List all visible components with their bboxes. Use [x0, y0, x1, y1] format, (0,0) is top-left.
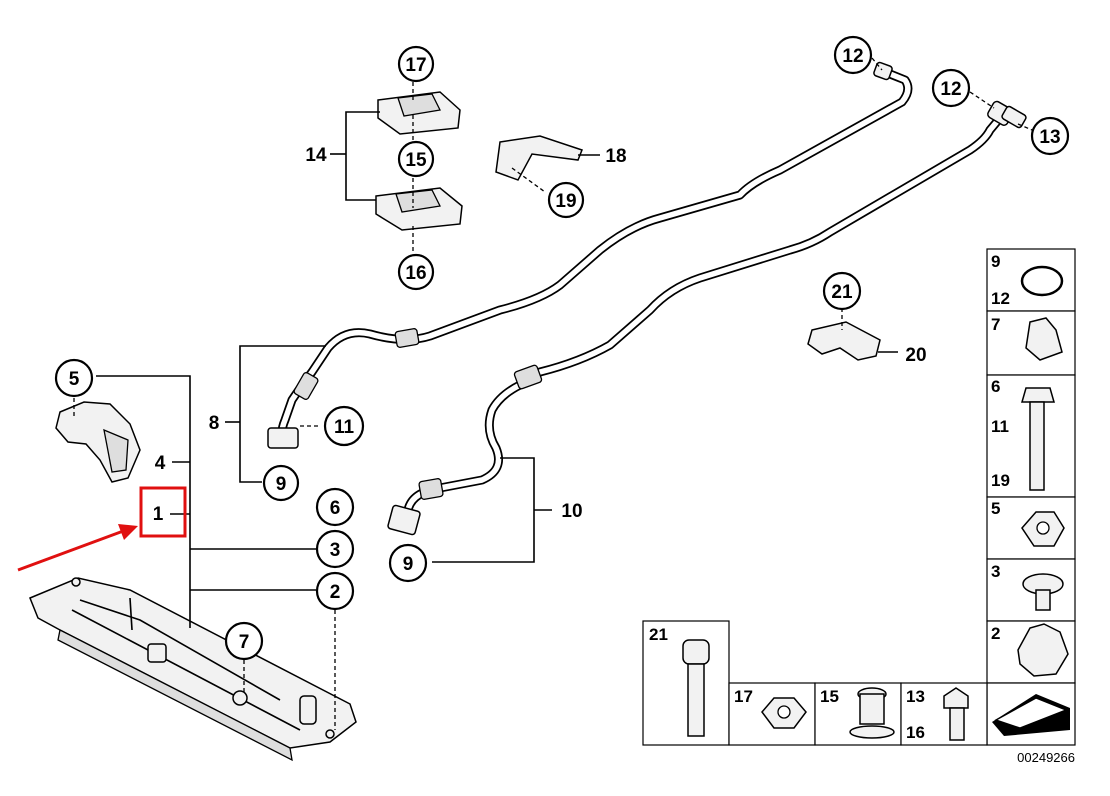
legend-cell-sleeve: 15 — [820, 687, 895, 739]
callout-9-a: 9 — [262, 464, 300, 502]
callout-11: 11 — [323, 405, 365, 447]
svg-text:16: 16 — [906, 723, 925, 742]
svg-text:9: 9 — [403, 554, 414, 575]
callout-14: 14 — [305, 145, 327, 166]
bracket-18-drawing — [495, 135, 583, 181]
svg-text:8: 8 — [209, 413, 220, 434]
callout-4: 4 — [155, 453, 166, 474]
bracket-17-drawing — [377, 91, 461, 135]
svg-text:11: 11 — [991, 417, 1009, 436]
leader-lines — [73, 57, 1033, 730]
legend-cell-bolt: 6 11 19 — [991, 377, 1055, 491]
svg-text:12: 12 — [940, 79, 961, 100]
legend-cell-long-bolt: 21 — [649, 625, 710, 737]
callout-20: 20 — [905, 345, 926, 366]
callout-2: 2 — [315, 571, 355, 611]
callout-8: 8 — [209, 413, 220, 434]
legend-cell-grommet: 2 — [991, 623, 1069, 677]
callout-17-top: 17 — [397, 45, 435, 83]
callout-12-b: 12 — [931, 68, 971, 108]
svg-text:12: 12 — [991, 289, 1010, 308]
svg-text:16: 16 — [405, 263, 426, 284]
legend-right: 9 12 7 6 11 19 5 3 2 — [986, 248, 1076, 746]
reference-code: 00249266 — [1017, 750, 1075, 765]
callout-7: 7 — [224, 621, 264, 661]
callout-9-b: 9 — [388, 543, 428, 583]
legend-cell-hex-nut: 17 — [734, 687, 807, 729]
callout-12-a: 12 — [833, 35, 873, 75]
pipe-line-lower — [400, 113, 1005, 525]
pipe-line-upper — [277, 67, 913, 445]
svg-text:6: 6 — [991, 377, 1000, 396]
svg-text:21: 21 — [831, 282, 853, 303]
callout-15: 15 — [397, 140, 435, 178]
connector-4-drawing — [55, 401, 141, 483]
svg-text:19: 19 — [991, 471, 1010, 490]
svg-text:21: 21 — [649, 625, 668, 644]
callout-3: 3 — [315, 529, 355, 569]
clamp-20-drawing — [807, 321, 881, 361]
svg-text:10: 10 — [561, 501, 582, 522]
svg-text:6: 6 — [330, 498, 341, 519]
highlight-marker — [17, 486, 187, 572]
legend-cell-clip: 7 — [991, 315, 1063, 361]
callout-10: 10 — [561, 501, 582, 522]
svg-text:18: 18 — [605, 146, 626, 167]
callout-5: 5 — [54, 358, 94, 398]
callout-1: 1 — [153, 504, 164, 525]
legend-cell-short-bolt: 13 16 — [906, 687, 969, 742]
legend-cell-seal-ring: 9 12 — [991, 252, 1064, 308]
callout-21: 21 — [822, 271, 862, 311]
legend-cell-rivet-nut: 3 — [991, 562, 1064, 611]
svg-text:3: 3 — [330, 540, 341, 561]
svg-text:2: 2 — [991, 624, 1000, 643]
svg-text:17: 17 — [734, 687, 753, 706]
svg-text:5: 5 — [991, 499, 1000, 518]
svg-text:1: 1 — [153, 504, 164, 525]
svg-text:12: 12 — [842, 46, 863, 67]
legend-cell-nut: 5 — [991, 499, 1065, 547]
svg-text:15: 15 — [820, 687, 839, 706]
legend-bottom: 21 17 15 13 16 — [642, 620, 988, 746]
svg-text:5: 5 — [69, 369, 80, 390]
callout-18: 18 — [605, 146, 626, 167]
svg-text:4: 4 — [155, 453, 166, 474]
pipe-fittings — [267, 61, 1027, 536]
svg-text:9: 9 — [991, 252, 1000, 271]
svg-text:7: 7 — [239, 632, 250, 653]
svg-text:19: 19 — [555, 191, 576, 212]
svg-text:15: 15 — [405, 150, 427, 171]
svg-text:20: 20 — [905, 345, 926, 366]
svg-text:2: 2 — [330, 582, 341, 603]
callout-19: 19 — [547, 181, 585, 219]
callout-6: 6 — [315, 487, 355, 527]
oil-cooler-drawing — [29, 577, 357, 762]
svg-text:13: 13 — [1039, 127, 1060, 148]
callout-16: 16 — [397, 253, 435, 291]
svg-text:9: 9 — [276, 474, 287, 495]
legend-cell-arrow — [992, 694, 1070, 736]
callout-13: 13 — [1030, 116, 1070, 156]
bracket-16-drawing — [375, 187, 463, 231]
svg-text:14: 14 — [305, 145, 327, 166]
svg-text:11: 11 — [334, 417, 355, 438]
svg-text:17: 17 — [405, 55, 426, 76]
svg-text:7: 7 — [991, 315, 1000, 334]
svg-text:13: 13 — [906, 687, 925, 706]
svg-text:3: 3 — [991, 562, 1000, 581]
